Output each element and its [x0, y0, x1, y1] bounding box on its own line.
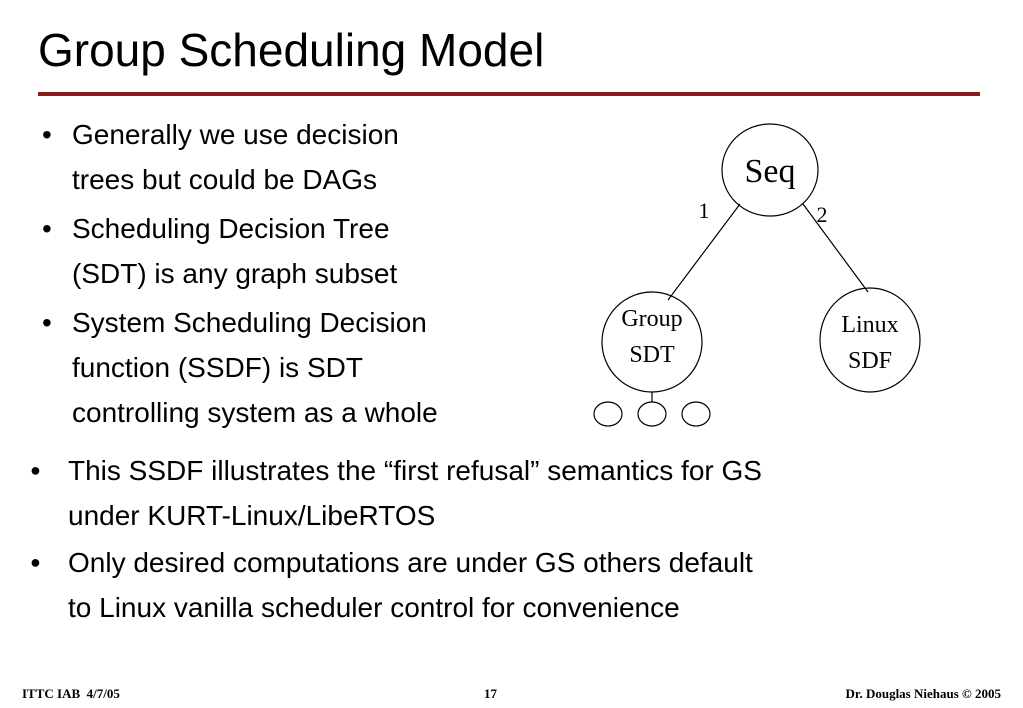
bullet-item: • Generally we use decision trees but co… [42, 112, 582, 202]
bullet-line: function (SSDF) is SDT [72, 352, 363, 383]
decision-tree-diagram: Seq 1 2 Group SDT Linux SDF [593, 123, 921, 427]
leaf-node [593, 401, 623, 427]
bullet-item: ● This SSDF illustrates the “first refus… [30, 448, 990, 538]
bullet-dot-icon: • [42, 119, 52, 150]
edge-right [802, 203, 869, 293]
bullet-line: controlling system as a whole [72, 397, 438, 428]
bullet-line: under KURT-Linux/LibeRTOS [68, 500, 436, 531]
bullet-line: to Linux vanilla scheduler control for c… [68, 592, 680, 623]
bullet-line: This SSDF illustrates the “first refusal… [68, 455, 762, 486]
footer-right: Dr. Douglas Niehaus © 2005 [845, 686, 1001, 701]
bullet-line: Generally we use decision [72, 119, 399, 150]
edge-right-label: 2 [817, 202, 828, 227]
bullet-dot-icon: ● [30, 460, 41, 480]
bullet-line: Only desired computations are under GS o… [68, 547, 753, 578]
slide-title: Group Scheduling Model [38, 24, 545, 76]
bullet-line: (SDT) is any graph subset [72, 258, 398, 289]
bullet-line: Scheduling Decision Tree [72, 213, 390, 244]
node-seq-label: Seq [745, 153, 796, 190]
bullet-dot-icon: • [42, 213, 52, 244]
node-sdt-label: SDT [629, 342, 675, 368]
node-linux-label: Linux [841, 312, 898, 338]
footer-page-number: 17 [484, 686, 497, 701]
bottom-bullet-list: ● This SSDF illustrates the “first refus… [30, 448, 990, 632]
bullet-item: • Scheduling Decision Tree (SDT) is any … [42, 206, 582, 296]
bullet-item: • System Scheduling Decision function (S… [42, 300, 582, 435]
bullet-dot-icon: ● [30, 552, 41, 572]
node-group-label: Group [621, 306, 682, 332]
bullet-item: ● Only desired computations are under GS… [30, 540, 990, 630]
node-sdf-label: SDF [848, 348, 892, 374]
edge-left [667, 203, 741, 301]
edge-left-label: 1 [699, 198, 710, 223]
leaf-node [637, 401, 667, 427]
node-seq [721, 123, 819, 217]
top-bullet-list: • Generally we use decision trees but co… [42, 112, 582, 439]
title-rule [38, 92, 980, 96]
footer-left: ITTC IAB 4/7/05 [22, 686, 120, 701]
bullet-line: trees but could be DAGs [72, 164, 378, 195]
leaf-node [681, 401, 711, 427]
bullet-line: System Scheduling Decision [72, 307, 427, 338]
bullet-dot-icon: • [42, 307, 52, 338]
node-linux-sdf [819, 287, 921, 393]
